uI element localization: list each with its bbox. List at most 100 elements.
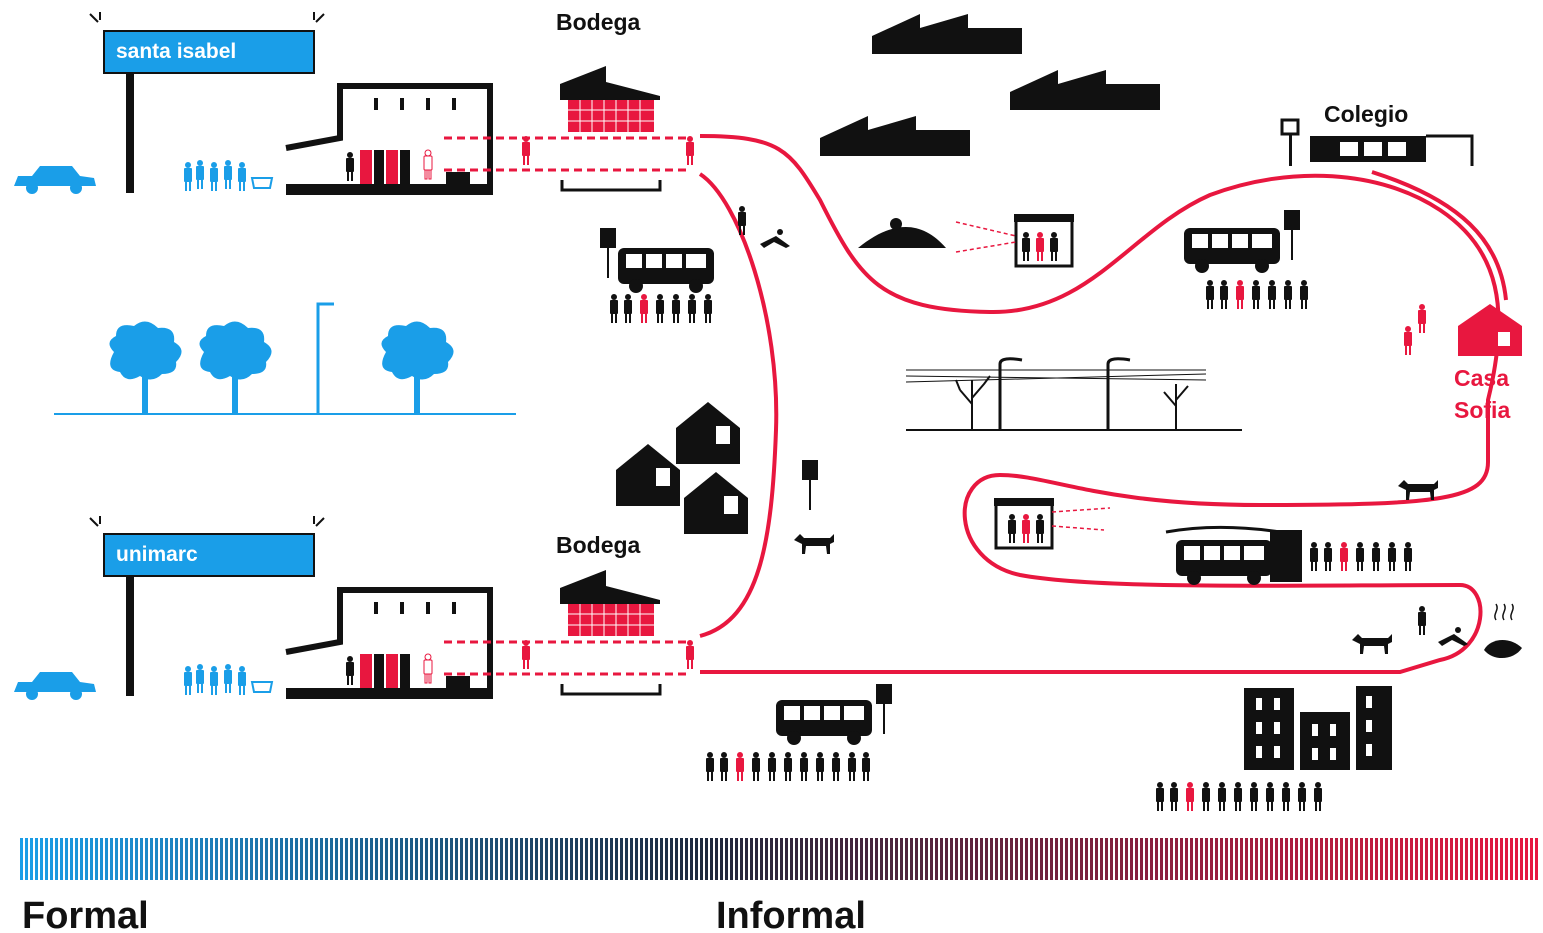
scale-stripe (1315, 838, 1318, 880)
scale-stripe (420, 838, 423, 880)
scale-stripe (400, 838, 403, 880)
scale-stripe (1420, 838, 1423, 880)
scale-stripe (655, 838, 658, 880)
scale-stripe (355, 838, 358, 880)
scale-stripe (915, 838, 918, 880)
scale-stripe (1275, 838, 1278, 880)
scale-stripe (165, 838, 168, 880)
scale-stripe (1070, 838, 1073, 880)
scale-stripe (795, 838, 798, 880)
scale-stripe (390, 838, 393, 880)
scale-stripe (1335, 838, 1338, 880)
scale-stripe (1425, 838, 1428, 880)
scale-stripe (910, 838, 913, 880)
scale-stripe (110, 838, 113, 880)
scale-stripe (1250, 838, 1253, 880)
scale-stripe (60, 838, 63, 880)
scale-stripe (670, 838, 673, 880)
scale-stripe (1325, 838, 1328, 880)
scale-stripe (625, 838, 628, 880)
scale-stripe (190, 838, 193, 880)
scale-stripe (500, 838, 503, 880)
scale-stripe (605, 838, 608, 880)
scale-stripe (270, 838, 273, 880)
scale-stripe (1060, 838, 1063, 880)
scale-stripe (765, 838, 768, 880)
scale-stripe (145, 838, 148, 880)
supermarket-building-bottom (285, 587, 493, 699)
scale-stripe (540, 838, 543, 880)
scale-stripe (715, 838, 718, 880)
scale-stripe (1510, 838, 1513, 880)
route-line-left (698, 172, 779, 638)
scale-stripe (1440, 838, 1443, 880)
scale-stripe (245, 838, 248, 880)
scale-stripe (80, 838, 83, 880)
scale-stripe (960, 838, 963, 880)
scale-stripe (1255, 838, 1258, 880)
scale-stripe (650, 838, 653, 880)
scale-stripe (1020, 838, 1023, 880)
scale-stripe (1015, 838, 1018, 880)
scale-stripe (1075, 838, 1078, 880)
scale-stripe (1270, 838, 1273, 880)
scale-stripe (330, 838, 333, 880)
scale-stripe (490, 838, 493, 880)
scale-stripe (1175, 838, 1178, 880)
scale-stripe (65, 838, 68, 880)
unimarc-sign: unimarc (89, 516, 325, 696)
scale-stripe (250, 838, 253, 880)
scale-stripe (1145, 838, 1148, 880)
scale-stripe (1095, 838, 1098, 880)
route-line (699, 134, 1501, 674)
shoppers-group-bottom (184, 664, 274, 695)
scale-stripe (1040, 838, 1043, 880)
scale-stripe (810, 838, 813, 880)
scale-stripe (415, 838, 418, 880)
scale-stripe (850, 838, 853, 880)
scale-stripe (1340, 838, 1343, 880)
scale-stripe (215, 838, 218, 880)
scale-stripe (520, 838, 523, 880)
scale-stripe (20, 838, 23, 880)
scale-stripe (1230, 838, 1233, 880)
scale-stripe (510, 838, 513, 880)
scale-stripe (380, 838, 383, 880)
scale-stripe (615, 838, 618, 880)
scale-stripe (1240, 838, 1243, 880)
scale-stripe (1010, 838, 1013, 880)
scale-stripe (1280, 838, 1283, 880)
scale-stripe (375, 838, 378, 880)
bus-stop-bottom (776, 684, 892, 745)
scale-stripe (1170, 838, 1173, 880)
scale-stripe (1110, 838, 1113, 880)
scale-stripe (950, 838, 953, 880)
scale-stripe (920, 838, 923, 880)
scale-stripe (1495, 838, 1498, 880)
scale-stripe (1185, 838, 1188, 880)
scale-stripe (1200, 838, 1203, 880)
scale-stripe (755, 838, 758, 880)
scale-stripe (370, 838, 373, 880)
informal-label: Informal (716, 895, 866, 933)
scale-stripe (505, 838, 508, 880)
scale-stripe (410, 838, 413, 880)
scale-stripe (1135, 838, 1138, 880)
scale-stripe (255, 838, 258, 880)
scale-stripe (395, 838, 398, 880)
scale-stripe (45, 838, 48, 880)
scale-stripe (880, 838, 883, 880)
scale-stripe (970, 838, 973, 880)
scale-stripe (665, 838, 668, 880)
shoppers-group-top (184, 160, 274, 191)
scale-stripe (820, 838, 823, 880)
scale-stripe (1445, 838, 1448, 880)
scale-stripe (825, 838, 828, 880)
route-line-colegio (1371, 170, 1508, 301)
scale-stripe (1465, 838, 1468, 880)
scale-stripe (965, 838, 968, 880)
scale-stripe (280, 838, 283, 880)
scale-stripe (1480, 838, 1483, 880)
scale-stripe (1470, 838, 1473, 880)
scale-stripe (590, 838, 593, 880)
